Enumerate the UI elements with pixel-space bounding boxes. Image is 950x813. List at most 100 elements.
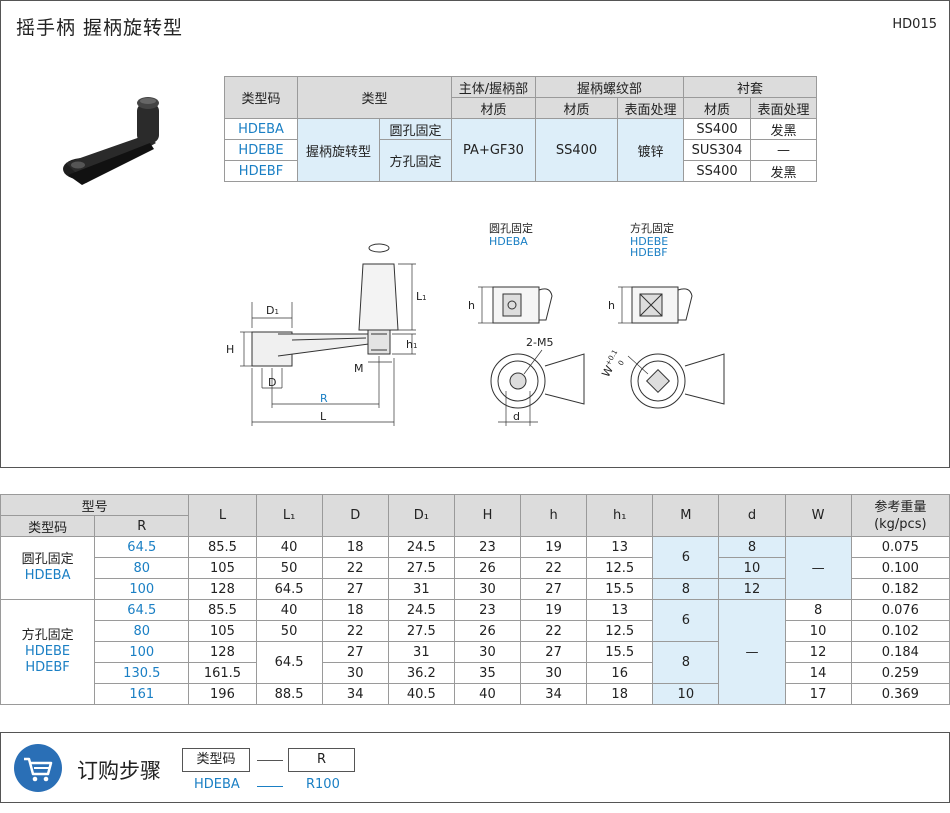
th-d: d — [718, 494, 786, 537]
h1-cell: 13 — [586, 536, 654, 558]
order-steps-panel: 订购步骤 类型码 R HDEBA R100 — [0, 732, 950, 803]
dim-M: M — [354, 362, 364, 375]
dim-H: H — [226, 343, 234, 356]
L1-cell: 40 — [255, 536, 323, 558]
L-cell: 85.5 — [188, 599, 257, 621]
M-cell: 8 — [652, 578, 720, 600]
h-cell: 19 — [520, 599, 588, 621]
th-h1: h₁ — [586, 494, 654, 537]
D1-cell: 31 — [387, 578, 455, 600]
thread-surface-cell: 镀锌 — [617, 118, 684, 182]
M-cell: 8 — [652, 641, 720, 684]
h-cell: 34 — [520, 683, 588, 705]
H-cell: 35 — [453, 662, 522, 684]
L-cell: 105 — [188, 557, 257, 579]
weight-cell: 0.182 — [850, 578, 950, 600]
bush-material-cell: SUS304 — [683, 139, 751, 161]
th-thread-surface: 表面处理 — [617, 97, 684, 119]
th-body: 主体/握柄部 — [451, 76, 536, 98]
D1-cell: 24.5 — [387, 599, 455, 621]
L1-cell: 64.5 — [255, 641, 323, 684]
L-cell: 85.5 — [188, 536, 257, 558]
h-cell: 30 — [520, 662, 588, 684]
R-cell: 80 — [94, 557, 190, 579]
R-cell: 130.5 — [94, 662, 190, 684]
W-cell: 14 — [784, 662, 852, 684]
D-cell: 34 — [321, 683, 389, 705]
H-cell: 26 — [453, 620, 522, 642]
M-cell: 6 — [652, 599, 720, 642]
H-cell: 40 — [453, 683, 522, 705]
d-cell: 8 — [718, 536, 786, 558]
D-cell: 27 — [321, 641, 389, 663]
H-cell: 23 — [453, 536, 522, 558]
shopping-cart-icon — [14, 744, 62, 792]
D-cell: 27 — [321, 578, 389, 600]
H-cell: 26 — [453, 557, 522, 579]
R-cell: 161 — [94, 683, 190, 705]
L-cell: 105 — [188, 620, 257, 642]
W-cell: — — [784, 536, 852, 600]
R-cell: 100 — [94, 578, 190, 600]
thread-material-cell: SS400 — [535, 118, 618, 182]
R-cell: 100 — [94, 641, 190, 663]
D-cell: 30 — [321, 662, 389, 684]
fix-cell: 方孔固定 — [379, 139, 452, 182]
round-hole-code: HDEBA — [489, 235, 528, 248]
order-example-R: R100 — [306, 777, 340, 792]
W-cell: 12 — [784, 641, 852, 663]
th-bush-surface: 表面处理 — [750, 97, 817, 119]
W-cell: 10 — [784, 620, 852, 642]
th-L1: L₁ — [255, 494, 323, 537]
L1-cell: 88.5 — [255, 683, 323, 705]
d-cell: 12 — [718, 578, 786, 600]
h1-cell: 16 — [586, 662, 654, 684]
h1-cell: 15.5 — [586, 578, 654, 600]
th-M: M — [652, 494, 720, 537]
D-cell: 18 — [321, 599, 389, 621]
spec-table: 类型码 类型 主体/握柄部 握柄螺纹部 衬套 材质 材质 表面处理 材质 表面处… — [224, 76, 817, 182]
D1-cell: 27.5 — [387, 557, 455, 579]
D1-cell: 24.5 — [387, 536, 455, 558]
th-type-code: 类型码 — [0, 515, 96, 537]
dim-D1: D1 — [266, 304, 279, 317]
D1-cell: 27.5 — [387, 620, 455, 642]
h-cell: 22 — [520, 557, 588, 579]
crank-handle-photo — [63, 97, 159, 185]
th-H: H — [453, 494, 522, 537]
order-example-separator — [257, 786, 283, 787]
d-cell: 10 — [718, 557, 786, 579]
weight-cell: 0.369 — [850, 683, 950, 705]
L-cell: 128 — [188, 641, 257, 663]
th-type: 类型 — [297, 76, 452, 119]
W-cell: 8 — [784, 599, 852, 621]
order-title: 订购步骤 — [77, 759, 161, 783]
D-cell: 18 — [321, 536, 389, 558]
order-box-type-code: 类型码 — [182, 748, 250, 772]
L-cell: 128 — [188, 578, 257, 600]
dim-D: D — [268, 376, 276, 389]
h1-cell: 12.5 — [586, 620, 654, 642]
d-cell: — — [718, 599, 786, 705]
h-cell: 27 — [520, 578, 588, 600]
body-material-cell: PA+GF30 — [451, 118, 536, 182]
dim-L: L — [320, 410, 327, 423]
square-hole-code: HDEBE — [630, 235, 668, 248]
weight-cell: 0.102 — [850, 620, 950, 642]
h1-cell: 18 — [586, 683, 654, 705]
th-body-material: 材质 — [451, 97, 536, 119]
th-weight: 参考重量(kg/pcs) — [850, 494, 950, 537]
dim-h1: h1 — [406, 338, 417, 351]
H-cell: 23 — [453, 599, 522, 621]
D1-cell: 31 — [387, 641, 455, 663]
dimension-table: 型号 L L₁ D D₁ H h h₁ M d W 参考重量(kg/pcs) 类… — [0, 494, 950, 705]
D-cell: 22 — [321, 557, 389, 579]
W-cell: 17 — [784, 683, 852, 705]
fix-cell: 圆孔固定 — [379, 118, 452, 140]
square-hole-label: 方孔固定 — [630, 221, 674, 235]
weight-cell: 0.184 — [850, 641, 950, 663]
page-title: 摇手柄 握柄旋转型 — [16, 17, 184, 39]
M-cell: 6 — [652, 536, 720, 579]
h-cell: 27 — [520, 641, 588, 663]
